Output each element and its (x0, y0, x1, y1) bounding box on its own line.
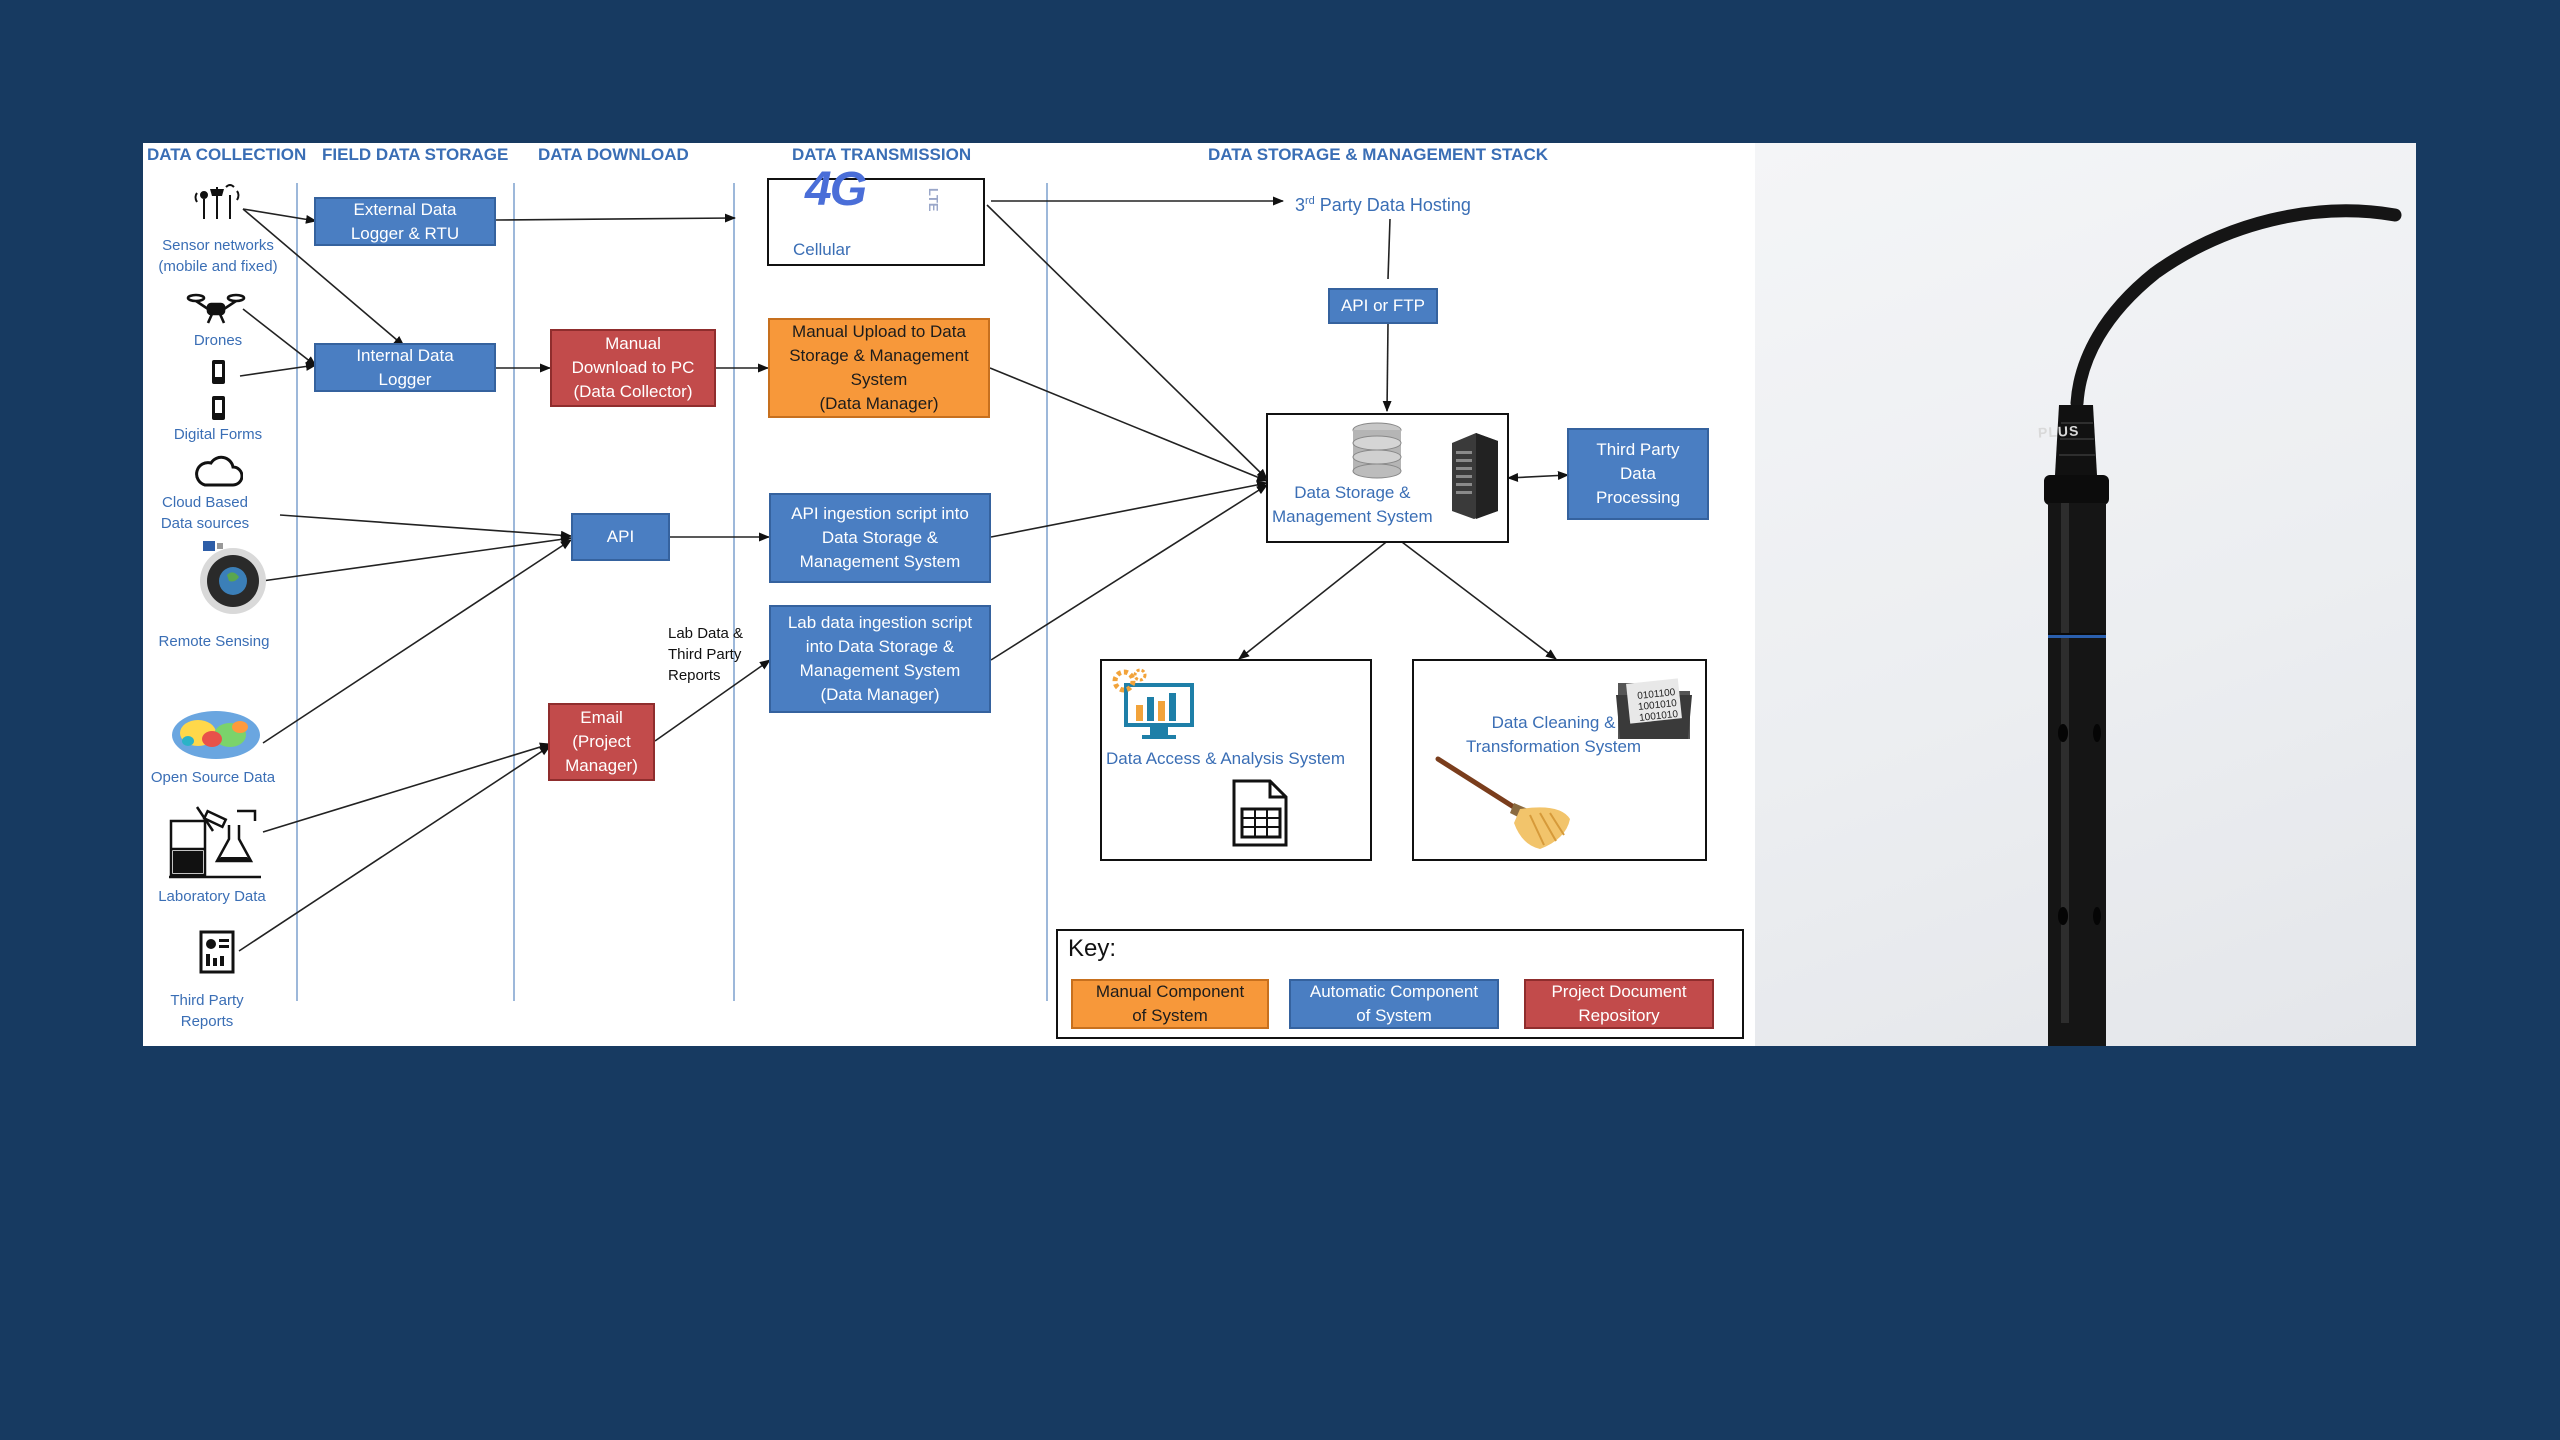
laboratory-icon (169, 806, 261, 879)
cloud-icon (195, 455, 243, 487)
analytics-monitor-icon (1112, 668, 1194, 739)
key-automatic-component: Automatic Component of System (1289, 979, 1499, 1029)
drone-icon (186, 293, 246, 324)
arrow (238, 745, 551, 952)
arrow (990, 484, 1268, 661)
arrow (242, 308, 317, 367)
data-access-analysis-box: Data Access & Analysis System (1100, 659, 1372, 861)
legend-key: Key: Manual Component of System Automati… (1056, 929, 1744, 1039)
header-field-data-storage: FIELD DATA STORAGE (322, 145, 509, 164)
external-data-logger-box: External Data Logger & RTU (314, 197, 496, 246)
internal-data-logger-box: Internal Data Logger (314, 343, 496, 392)
arrow (279, 514, 573, 540)
header-data-download: DATA DOWNLOAD (538, 145, 689, 164)
binary-folder-icon (1616, 678, 1692, 739)
connector-arrows (238, 196, 1570, 952)
api-ingestion-box: API ingestion script into Data Storage &… (769, 493, 991, 583)
sensor-probe-image (2044, 204, 2402, 1046)
arrow (262, 742, 552, 833)
arrow (1506, 471, 1570, 482)
lab-ingestion-box: Lab data ingestion script into Data Stor… (769, 605, 991, 713)
arrow (1382, 323, 1392, 413)
source-drones: Drones (193, 332, 243, 349)
data-storage-management-box: Data Storage & Management System (1266, 413, 1509, 543)
data-storage-management-label: Data Storage & Management System (1272, 483, 1433, 526)
column-separator (733, 183, 735, 1001)
key-manual-component: Manual Component of System (1071, 979, 1269, 1029)
header-data-storage-stack: DATA STORAGE & MANAGEMENT STACK (1208, 145, 1548, 164)
header-data-transmission: DATA TRANSMISSION (792, 145, 972, 164)
cellular-label: Cellular (793, 240, 851, 259)
data-cleaning-box: 0101100 1001010 1001010 Data Cleaning & … (1412, 659, 1707, 861)
broom-icon (1435, 756, 1570, 849)
manual-upload-box: Manual Upload to Data Storage & Manageme… (768, 318, 990, 418)
database-icon (1352, 422, 1402, 479)
sensor-probe-photo: PLUS (1755, 143, 2416, 1046)
third-party-hosting-label: 3rd Party Data Hosting (1295, 195, 1471, 215)
arrow (495, 213, 737, 223)
arrow (989, 367, 1269, 482)
key-project-document-repository: Project Document Repository (1524, 979, 1714, 1029)
mobile-device-icon (212, 360, 225, 420)
report-document-icon (199, 930, 235, 974)
source-remote-sensing: Remote Sensing (158, 633, 270, 650)
arrow (1397, 538, 1557, 660)
server-rack-icon (1452, 433, 1498, 519)
header-data-collection: DATA COLLECTION (147, 145, 307, 164)
data-cleaning-label: Data Cleaning & Transformation System (1466, 713, 1642, 756)
api-box: API (571, 513, 670, 561)
source-open-source-data: Open Source Data (150, 769, 276, 786)
source-laboratory-data: Laboratory Data (158, 888, 266, 905)
arrow (239, 362, 318, 377)
manual-download-box: Manual Download to PC (Data Collector) (550, 329, 716, 407)
source-third-party-reports: Third Party Reports (170, 992, 244, 1030)
email-box: Email (Project Manager) (548, 703, 655, 781)
lab-data-label: Lab Data & Third Party Reports (668, 625, 744, 684)
arrow (986, 204, 1268, 480)
arrow (1238, 538, 1391, 660)
lte-logo: LTE (926, 188, 941, 212)
arrow (242, 208, 405, 347)
probe-brand-text: PLUS (2037, 422, 2080, 441)
binary-code-text: 0101100 1001010 1001010 (1636, 687, 1679, 724)
arrow (242, 208, 318, 224)
data-access-analysis-label: Data Access & Analysis System (1106, 749, 1346, 768)
4g-logo: 4G (805, 163, 867, 216)
arrow (654, 659, 771, 742)
open-source-map-icon (172, 711, 260, 759)
source-digital-forms: Digital Forms (173, 426, 263, 443)
column-separator (1046, 183, 1048, 1001)
column-separator (296, 183, 298, 1001)
arrow (261, 534, 573, 582)
cellular-box: 4G LTE Cellular (767, 163, 985, 266)
source-cloud-based: Cloud Based Data sources (160, 494, 250, 532)
key-title: Key: (1068, 935, 1117, 962)
arrow (1387, 218, 1391, 280)
arrow (262, 539, 572, 744)
data-workflow-diagram: DATA COLLECTION FIELD DATA STORAGE DATA … (143, 143, 1755, 1046)
arrow (990, 480, 1269, 538)
source-sensor-networks: Sensor networks (mobile and fixed) (158, 237, 278, 275)
column-separator (513, 183, 515, 1001)
spreadsheet-report-icon (1232, 779, 1288, 847)
third-party-processing-box: Third Party Data Processing (1567, 428, 1709, 520)
api-or-ftp-box: API or FTP (1328, 288, 1438, 324)
satellite-earth-icon (200, 541, 266, 614)
sensor-network-icon (194, 184, 240, 219)
